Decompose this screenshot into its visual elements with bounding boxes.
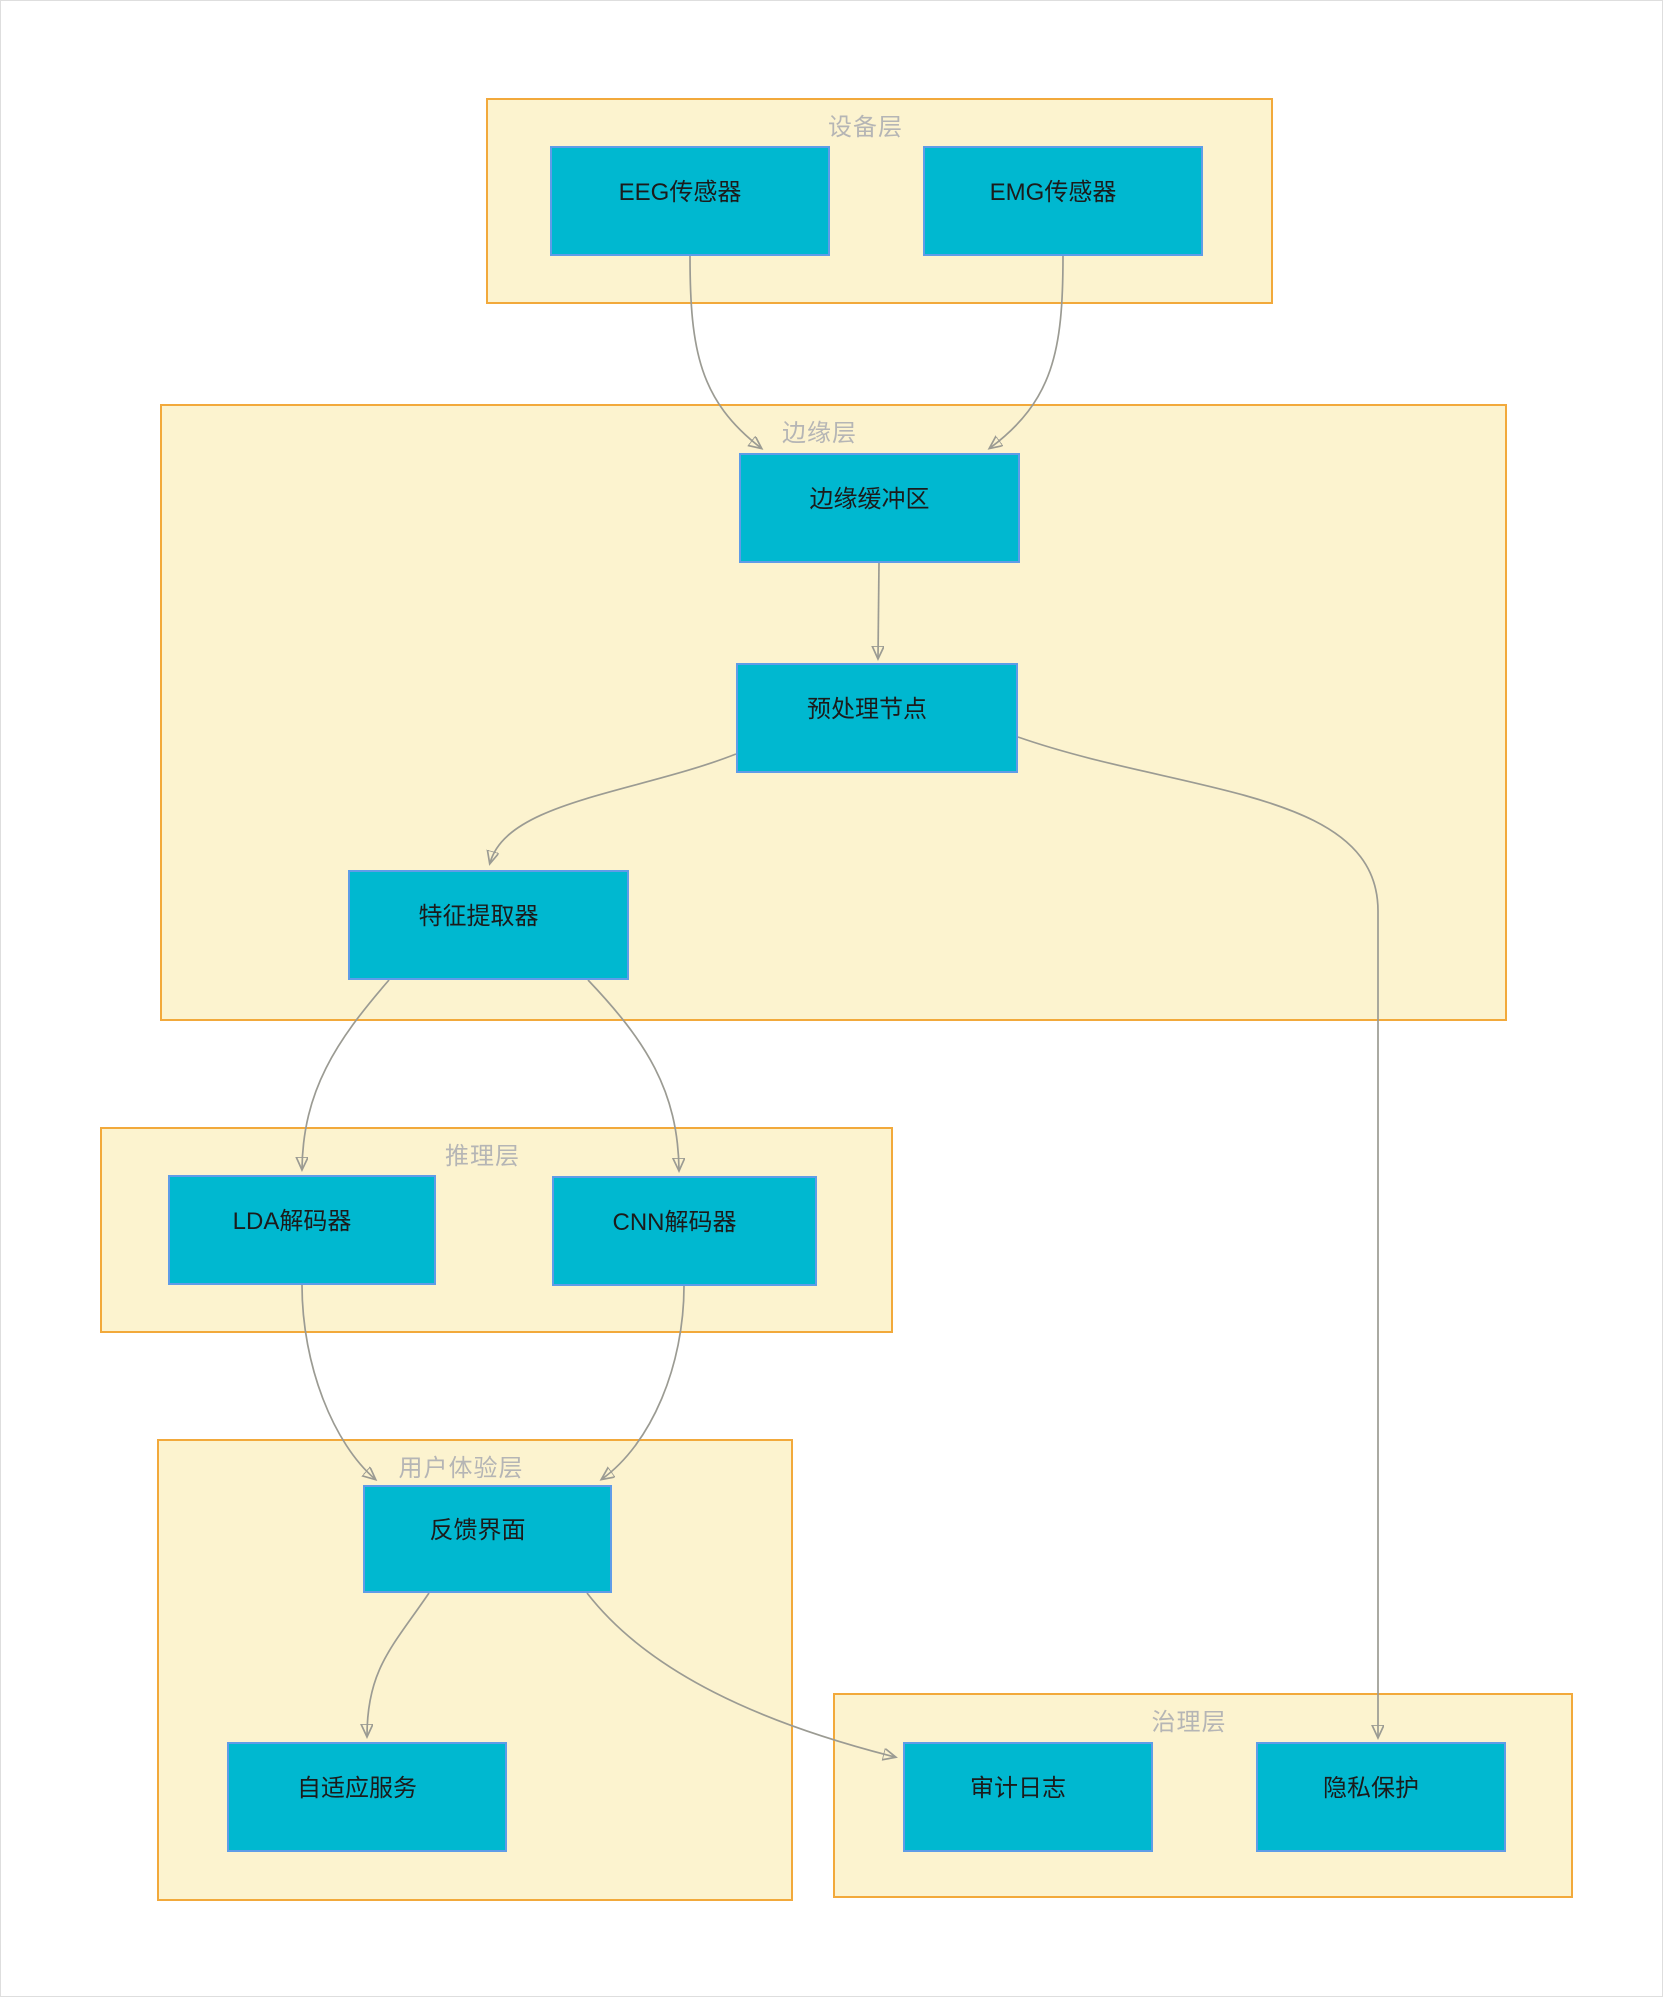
node-edge-buffer-label: 边缘缓冲区 [809, 485, 930, 513]
layer-ux-label: 用户体验层 [398, 1455, 524, 1482]
layer-device-label: 设备层 [828, 114, 903, 141]
node-adaptive-service-label: 自适应服务 [297, 1774, 417, 1802]
node-feedback-ui: 反馈界面 [363, 1485, 612, 1593]
node-feedback-ui-label: 反馈界面 [429, 1516, 526, 1544]
node-adaptive-service: 自适应服务 [227, 1742, 507, 1852]
node-eeg-sensor: EEG传感器 [550, 146, 830, 256]
node-eeg-sensor-label: EEG传感器 [618, 178, 742, 206]
layer-edge-label: 边缘层 [782, 420, 857, 447]
node-privacy-protection-label: 隐私保护 [1323, 1774, 1419, 1802]
node-feature-extractor-label: 特征提取器 [418, 902, 539, 930]
node-emg-sensor-label: EMG传感器 [989, 178, 1117, 206]
layer-governance-label: 治理层 [1151, 1709, 1227, 1736]
node-privacy-protection: 隐私保护 [1256, 1742, 1506, 1852]
node-cnn-decoder-label: CNN解码器 [612, 1208, 737, 1236]
node-audit-log-label: 审计日志 [970, 1774, 1066, 1802]
node-cnn-decoder: CNN解码器 [552, 1176, 817, 1286]
node-preprocess-label: 预处理节点 [807, 695, 927, 723]
node-audit-log: 审计日志 [903, 1742, 1153, 1852]
node-emg-sensor: EMG传感器 [923, 146, 1203, 256]
layer-inference-label: 推理层 [445, 1143, 520, 1170]
node-lda-decoder-label: LDA解码器 [232, 1207, 352, 1235]
node-lda-decoder: LDA解码器 [168, 1175, 436, 1285]
node-preprocess: 预处理节点 [736, 663, 1018, 773]
node-edge-buffer: 边缘缓冲区 [739, 453, 1020, 563]
node-feature-extractor: 特征提取器 [348, 870, 629, 980]
